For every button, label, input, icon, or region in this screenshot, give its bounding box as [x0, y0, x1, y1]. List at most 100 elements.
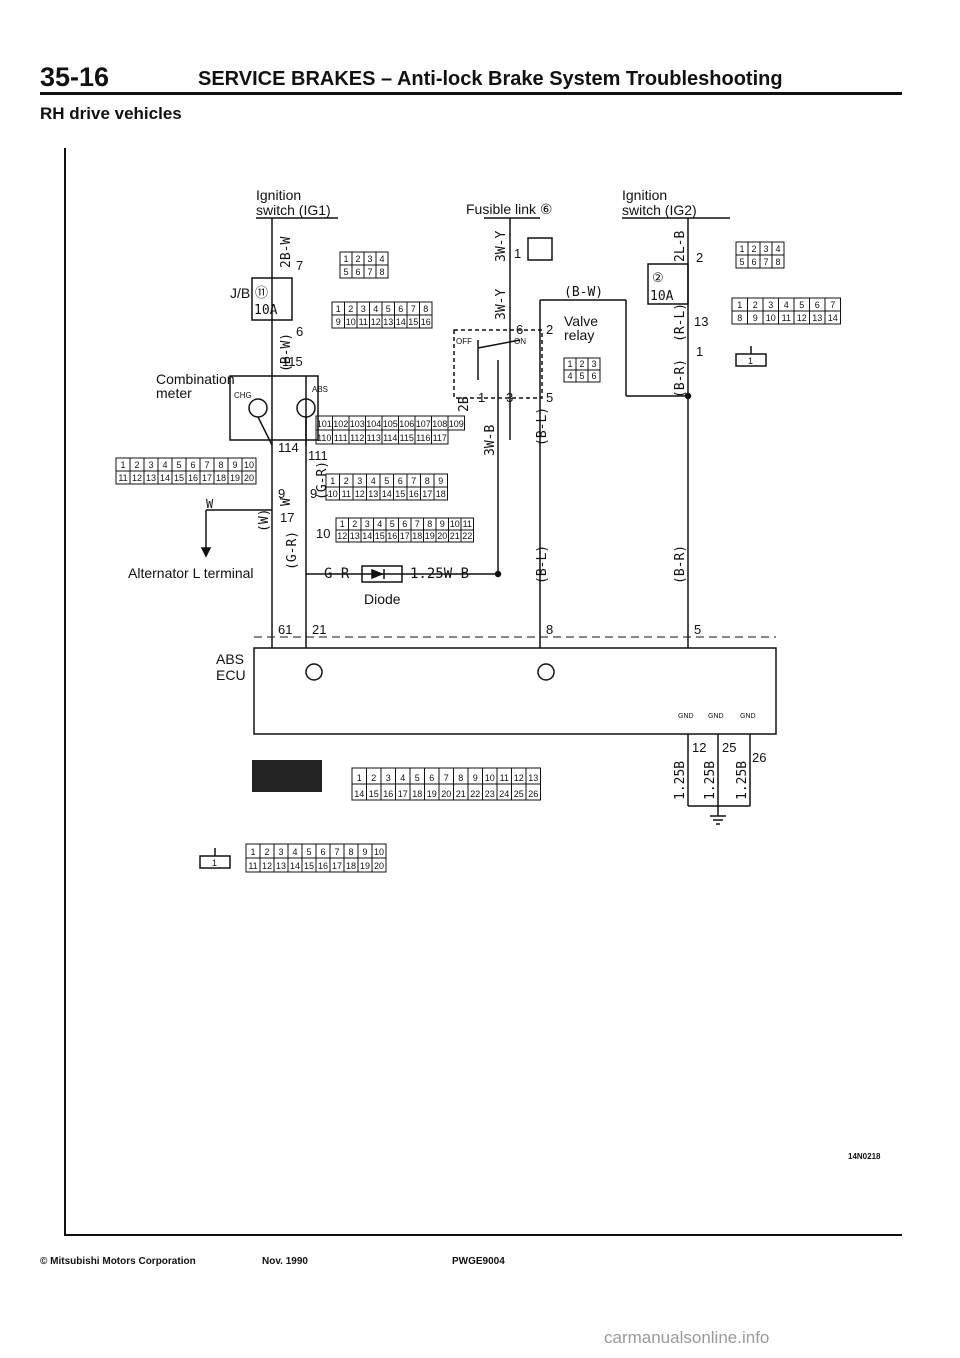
- connector-pin-number: 12: [337, 531, 347, 541]
- connector-pin-number: 6: [398, 304, 403, 314]
- ground-tag-ig2: 1: [748, 356, 753, 366]
- connector-pin-number: 104: [366, 419, 381, 429]
- connector-pin-number: 9: [232, 460, 237, 470]
- ign2-label-1: Ignition: [622, 187, 667, 203]
- connector-pin-number: 5: [415, 773, 420, 783]
- connector-pin-number: 113: [367, 433, 381, 443]
- header-rule: [40, 92, 902, 95]
- connector-pin-number: 111: [334, 433, 348, 443]
- connector-pin-number: 102: [333, 419, 348, 429]
- gnd-label-1: GND: [678, 713, 694, 720]
- connector-pin-number: 105: [383, 419, 398, 429]
- pin-5c: 5: [694, 622, 701, 637]
- ign1-label-1: Ignition: [256, 187, 301, 203]
- connector-pin-number: 17: [202, 473, 212, 483]
- connector-pin-number: 14: [362, 531, 372, 541]
- connector-pin-number: 14: [160, 473, 170, 483]
- connector-pin-number: 4: [784, 300, 789, 310]
- connector-pin-number: 16: [383, 789, 393, 799]
- connector-pin-number: 11: [342, 489, 351, 499]
- connector-pin-number: 2: [344, 476, 349, 486]
- connector-pin-number: 9: [440, 519, 445, 529]
- connector-pin-number: 13: [368, 489, 378, 499]
- combo-label-1: Combination: [156, 371, 235, 387]
- wire-w-alt: W: [206, 497, 214, 511]
- connector-pin-number: 11: [118, 473, 127, 483]
- connector-pin-number: 4: [162, 460, 167, 470]
- connector-pin-number: 15: [174, 473, 184, 483]
- connector-pin-number: 115: [400, 433, 414, 443]
- connector-pin-number: 13: [350, 531, 360, 541]
- wire-bw: (B-W): [279, 333, 294, 372]
- wire-125b-1: 1.25B: [673, 761, 688, 800]
- connector-pin-number: 1: [330, 476, 335, 486]
- connector-pin-number: 22: [470, 789, 480, 799]
- connector-pin-number: 15: [395, 489, 405, 499]
- connector-pin-number: 103: [350, 419, 365, 429]
- connector-cell: [371, 857, 387, 873]
- connector-cell: [241, 470, 257, 485]
- figure-code: 14N0218: [848, 1152, 881, 1161]
- connector-pin-number: 2: [579, 359, 584, 369]
- combo-label-2: meter: [156, 385, 192, 401]
- connector-pin-number: 8: [737, 313, 742, 323]
- pin-5: 5: [546, 390, 553, 405]
- pin-26: 26: [752, 750, 766, 765]
- connector-pin-number: 18: [412, 789, 422, 799]
- connector-pin-number: 6: [402, 519, 407, 529]
- connector-pin-number: 12: [797, 313, 807, 323]
- connector-pin-number: 9: [753, 313, 758, 323]
- connector-pin-number: 2: [352, 519, 357, 529]
- connector-pin-number: 18: [216, 473, 226, 483]
- ecu-connector-block: [252, 760, 322, 792]
- connector-pin-number: 5: [799, 300, 804, 310]
- pin-9b: 9: [310, 486, 317, 501]
- connector-pin-number: 19: [427, 789, 437, 799]
- jb-label: J/B: [230, 285, 250, 301]
- wire-2bw: 2B-W: [279, 237, 294, 268]
- connector-pin-number: 9: [438, 476, 443, 486]
- connector-pin-number: 5: [176, 460, 181, 470]
- connector-pin-number: 7: [411, 476, 416, 486]
- connector-pin-number: 4: [371, 476, 376, 486]
- connector-pin-number: 14: [396, 317, 406, 327]
- footer-date: Nov. 1990: [262, 1256, 308, 1267]
- connector-pin-number: 2: [355, 254, 360, 264]
- connector-pin-number: 2: [264, 847, 269, 857]
- connector-pin-number: 4: [775, 244, 780, 254]
- wire-bl-1: (B-L): [535, 407, 550, 446]
- fuse2-10a-label: 10A: [650, 289, 674, 304]
- abs-ecu-label-2: ECU: [216, 667, 246, 683]
- connector-pin-number: 3: [386, 773, 391, 783]
- connector-pin-number: 18: [436, 489, 446, 499]
- connector-pin-number: 17: [422, 489, 432, 499]
- pin-6b: 6: [516, 322, 523, 337]
- pin-1: 1: [514, 246, 521, 261]
- connector-pin-number: 1: [357, 773, 362, 783]
- connector-pin-number: 11: [782, 313, 791, 323]
- connector-pin-number: 16: [421, 317, 431, 327]
- connector-pin-number: 9: [473, 773, 478, 783]
- connector-pin-number: 17: [332, 861, 342, 871]
- connector-pin-number: 11: [500, 773, 509, 783]
- connector-pin-number: 14: [828, 313, 838, 323]
- connector-pin-number: 8: [348, 847, 353, 857]
- connector-pin-number: 9: [336, 317, 341, 327]
- connector-pin-number: 11: [248, 861, 257, 871]
- pin-6: 6: [296, 324, 303, 339]
- connector-pin-number: 8: [458, 773, 463, 783]
- wire-gr-3: G-R: [324, 566, 350, 582]
- chg-label: CHG: [234, 391, 252, 400]
- connector-cell: [771, 254, 785, 269]
- connector-pin-number: 14: [290, 861, 300, 871]
- connector-pin-number: 7: [367, 267, 372, 277]
- connector-pin-number: 3: [148, 460, 153, 470]
- connector-pin-number: 10: [374, 847, 384, 857]
- wire-3wy-2: 3W-Y: [494, 289, 509, 320]
